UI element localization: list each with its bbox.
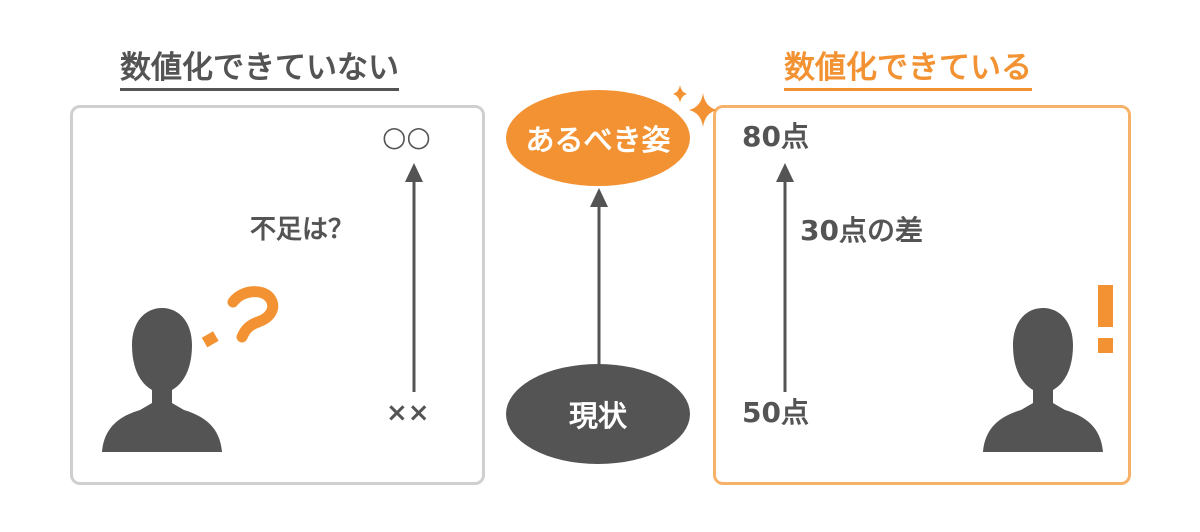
right-arrow — [776, 163, 794, 392]
goal-ellipse — [506, 90, 690, 186]
goal-label: あるべき姿 — [525, 123, 671, 157]
question-mark-icon — [201, 286, 279, 348]
person-icon — [102, 308, 222, 452]
right-bottom-label: 50点 — [742, 396, 809, 429]
left-top-label: ○○ — [382, 120, 431, 153]
right-heading: 数値化できている — [784, 50, 1032, 91]
person-icon — [983, 308, 1103, 452]
left-heading: 数値化できていない — [120, 50, 399, 91]
current-label: 現状 — [568, 399, 627, 433]
center-arrow — [590, 188, 608, 368]
current-ellipse — [506, 364, 690, 464]
right-top-label: 80点 — [742, 120, 809, 153]
exclamation-icon — [1098, 285, 1113, 353]
question-label: 不足は？ — [250, 215, 355, 245]
gap-label: 30点の差 — [800, 214, 923, 247]
sparkle-icon — [673, 85, 717, 127]
left-arrow — [405, 163, 423, 392]
left-bottom-label: ×× — [386, 398, 430, 428]
